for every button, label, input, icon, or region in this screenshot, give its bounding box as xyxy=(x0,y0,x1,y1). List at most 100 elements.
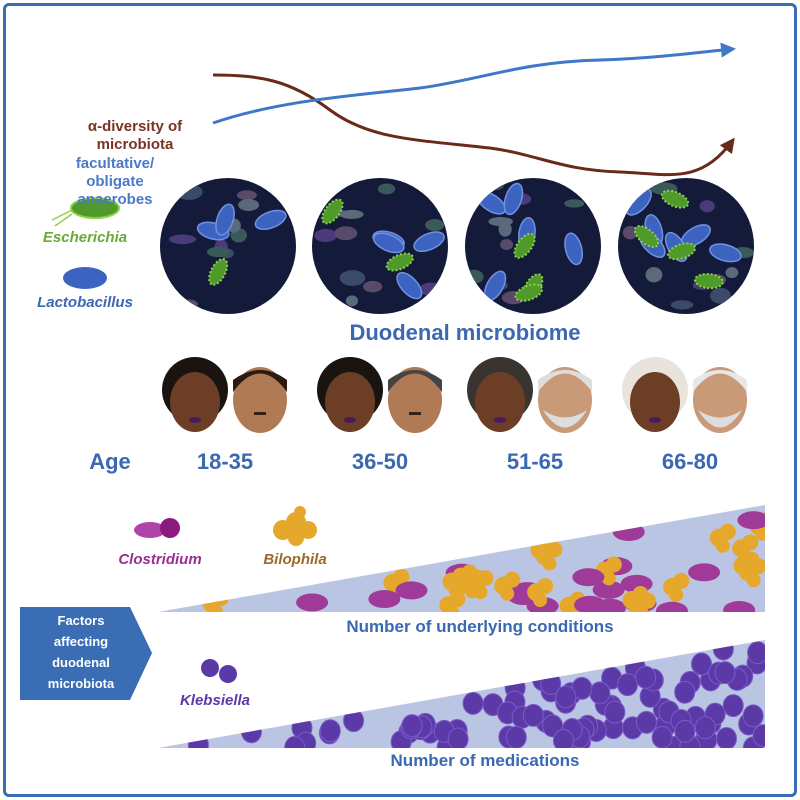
klebsiella-cell xyxy=(714,661,736,685)
background-bacterium xyxy=(363,280,383,293)
lactobacillus-cell xyxy=(372,232,405,254)
female-face-age-group-3 xyxy=(467,357,533,432)
klebsiella-cell xyxy=(240,720,262,744)
klebsiella-cell xyxy=(401,714,423,738)
female-face-age-group-4 xyxy=(622,357,688,432)
male-face-age-group-1 xyxy=(233,367,287,433)
background-bacterium xyxy=(498,221,512,237)
background-bacterium xyxy=(622,226,638,240)
klebsiella-cell xyxy=(716,726,738,748)
escherichia-cell xyxy=(667,242,697,261)
klebsiella-cell xyxy=(712,640,734,661)
background-bacterium xyxy=(339,209,364,219)
background-bacterium xyxy=(236,190,257,201)
klebsiella-cell xyxy=(604,700,626,724)
male-face-age-group-4 xyxy=(693,367,747,433)
anaerobes-label-line1: facultative/ xyxy=(75,155,155,172)
klebsiella-cell xyxy=(635,665,657,689)
clostridium-cell xyxy=(574,595,607,612)
bilophila-cell xyxy=(494,571,521,601)
microbiome-sample-2 xyxy=(312,178,448,314)
background-bacterium xyxy=(419,282,444,296)
background-bacterium xyxy=(564,199,585,208)
klebsiella-label: Klebsiella xyxy=(179,692,251,709)
anaerobes-label-line3: anaerobes xyxy=(77,191,153,208)
microbiome-sample-1 xyxy=(160,178,296,314)
background-bacterium xyxy=(339,270,366,286)
factors-label-line2: affecting xyxy=(53,634,109,649)
background-bacterium xyxy=(178,299,199,310)
klebsiella-cell xyxy=(674,719,696,743)
background-bacterium xyxy=(377,183,396,195)
klebsiella-cell xyxy=(617,673,639,697)
klebsiella-cell xyxy=(691,652,713,676)
background-bacterium xyxy=(168,234,197,245)
clostridium-icon xyxy=(134,518,180,538)
clostridium-cell xyxy=(395,581,428,600)
clostridium-label: Clostridium xyxy=(118,551,202,568)
klebsiella-cell xyxy=(447,727,469,748)
klebsiella-cell xyxy=(522,703,544,727)
lactobacillus-icon xyxy=(63,267,107,289)
background-bacterium xyxy=(425,219,445,231)
microbiome-sample-3 xyxy=(465,178,601,314)
clostridium-cell xyxy=(592,580,625,599)
lactobacillus-cell xyxy=(564,232,584,266)
clostridium-cell xyxy=(737,511,765,530)
background-bacterium xyxy=(334,226,358,241)
factors-arrow-shape xyxy=(20,607,152,700)
escherichia-cell xyxy=(513,232,536,259)
escherichia-cell xyxy=(693,273,724,290)
alpha-diversity-trend-arrow xyxy=(212,73,735,177)
klebsiella-cell xyxy=(651,725,673,748)
female-face-age-group-1 xyxy=(162,357,228,432)
klebsiella-cell xyxy=(589,681,611,705)
background-bacterium xyxy=(500,239,514,251)
age-group-36-50: 36-50 xyxy=(351,449,409,474)
escherichia-cell xyxy=(385,252,414,272)
age-label: Age xyxy=(89,449,131,474)
factors-label-line4: microbiota xyxy=(47,676,115,691)
klebsiella-cell xyxy=(674,680,696,704)
clostridium-cell xyxy=(572,568,605,587)
background-bacterium xyxy=(175,184,203,200)
age-group-51-65: 51-65 xyxy=(506,449,564,474)
bilophila-cell xyxy=(467,570,494,600)
anaerobes-trend-arrow xyxy=(212,42,736,125)
bilophila-cell xyxy=(442,567,469,597)
klebsiella-cell xyxy=(747,641,765,665)
lactobacillus-cell xyxy=(503,182,524,216)
klebsiella-cell xyxy=(752,724,765,748)
bilophila-cell xyxy=(527,578,554,608)
klebsiella-cell xyxy=(742,704,764,728)
klebsiella-cell xyxy=(552,728,574,748)
lactobacillus-cell xyxy=(396,271,423,300)
klebsiella-icon xyxy=(201,659,237,683)
escherichia-cell xyxy=(660,189,690,209)
background-bacterium xyxy=(206,246,230,258)
male-face-age-group-2 xyxy=(388,367,442,433)
escherichia-label: Escherichia xyxy=(42,229,128,246)
clostridium-cell xyxy=(688,563,721,582)
bilophila-cell xyxy=(733,551,760,581)
female-face-age-group-2 xyxy=(317,357,383,432)
background-bacterium xyxy=(345,295,359,307)
lactobacillus-cell xyxy=(709,243,742,263)
background-bacterium xyxy=(645,267,663,283)
background-bacterium xyxy=(465,269,484,284)
clostridium-cell xyxy=(296,593,329,612)
bilophila-cell xyxy=(439,591,466,612)
escherichia-cell xyxy=(514,283,544,302)
klebsiella-cell xyxy=(319,719,341,743)
bilophila-cell xyxy=(663,572,690,602)
escherichia-icon xyxy=(51,197,120,227)
escherichia-cell xyxy=(321,198,344,225)
clostridium-cell xyxy=(612,522,645,541)
klebsiella-cell xyxy=(555,685,577,709)
lactobacillus-cell xyxy=(215,203,235,236)
factors-label-line3: duodenal xyxy=(52,655,110,670)
klebsiella-cell xyxy=(722,694,744,718)
bilophila-cell xyxy=(709,523,736,553)
clostridium-cell xyxy=(655,601,688,612)
